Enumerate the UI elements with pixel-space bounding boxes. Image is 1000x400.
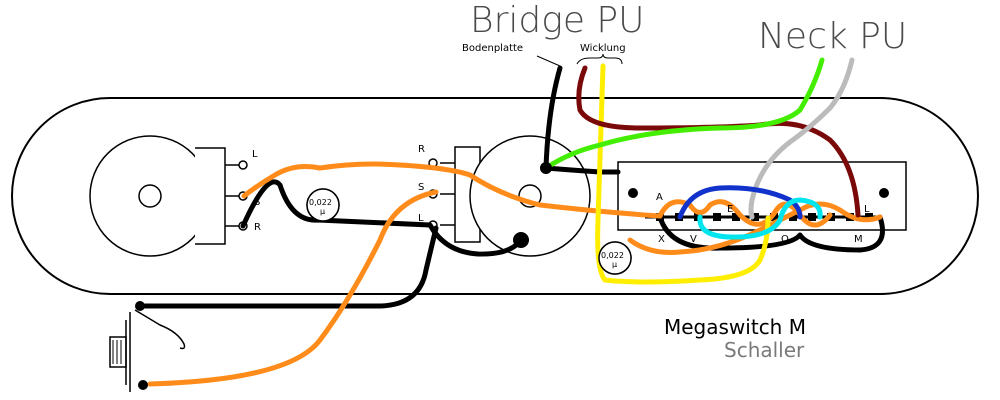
- solder-point-jack-sleeve: [135, 301, 145, 311]
- orange-wire-tone-to-jack: [147, 189, 439, 387]
- tone-pot-lug-l: L: [418, 213, 424, 224]
- volume-pot-lug-r: R: [254, 222, 261, 233]
- capacitor-switch-value: 0,022: [601, 251, 624, 260]
- solder-point-bridge-plate: [540, 162, 552, 174]
- schaller-label: Schaller: [724, 338, 805, 362]
- black-wire-pot-ground: [240, 179, 524, 257]
- volume-pot-lug-s: S: [254, 197, 260, 208]
- volume-pot: [89, 135, 248, 257]
- orange-wire-switch-cap: [627, 201, 883, 255]
- output-jack: [109, 309, 186, 392]
- orange-wire-volume-to-switch: [241, 161, 663, 219]
- blue-jumper: [677, 185, 803, 220]
- neck-pu-label: Neck PU: [758, 16, 907, 57]
- tone-pot-lug-s: S: [418, 182, 424, 193]
- switch-lug-m: M: [854, 234, 863, 245]
- switch-lug-l: L: [864, 204, 870, 215]
- wicklung-label: Wicklung: [580, 43, 626, 54]
- cyan-jumper: [697, 197, 823, 240]
- bodenplatte-label: Bodenplatte: [462, 43, 523, 54]
- switch-lug-x: X: [658, 234, 665, 245]
- black-wire-jack-ground: [137, 225, 439, 309]
- black-wire-switch-ground: [657, 214, 885, 253]
- bridge-pu-label: Bridge PU: [470, 0, 644, 41]
- capacitor-tone-value: 0,022: [309, 198, 332, 207]
- switch-lug-a: A: [656, 192, 663, 203]
- gray-wire-neck: [748, 57, 855, 220]
- green-wire-neck: [543, 57, 825, 171]
- yellow-wire-bridge-winding: [595, 63, 771, 285]
- volume-pot-lug-l: L: [252, 149, 258, 160]
- switch-lug-e: E: [727, 204, 733, 215]
- switch-lug-v: V: [690, 234, 697, 245]
- capacitor-switch-unit: µ: [612, 260, 617, 269]
- solder-point-tone-ground: [513, 232, 529, 248]
- tone-pot-lug-r: R: [418, 144, 425, 155]
- capacitor-tone-unit: µ: [320, 207, 325, 216]
- megaswitch-label: Megaswitch M: [664, 315, 806, 339]
- switch-lug-q: Q: [781, 234, 789, 245]
- solder-point-jack-tip: [138, 380, 148, 390]
